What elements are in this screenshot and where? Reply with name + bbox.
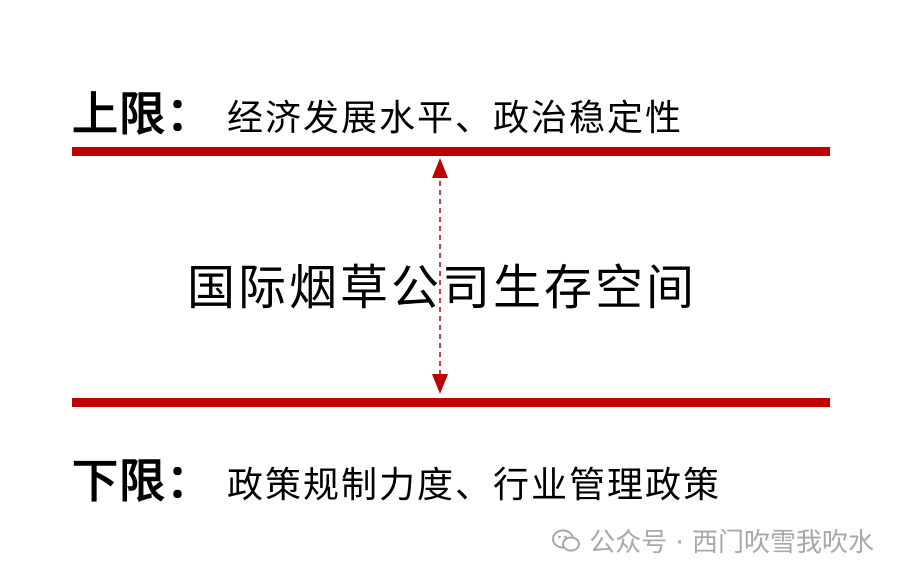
watermark-text: 公众号 · 西门吹雪我吹水 bbox=[589, 528, 874, 558]
lower-limit-label: 下限： bbox=[72, 454, 213, 508]
lower-limit-row: 下限： 政策规制力度、行业管理政策 bbox=[72, 445, 721, 511]
watermark: 公众号 · 西门吹雪我吹水 bbox=[551, 522, 874, 559]
upper-limit-text: 经济发展水平、政治稳定性 bbox=[227, 98, 684, 139]
survival-space-title: 国际烟草公司生存空间 bbox=[186, 260, 697, 316]
upper-limit-row: 上限： 经济发展水平、政治稳定性 bbox=[72, 78, 683, 144]
upper-limit-label: 上限： bbox=[72, 87, 213, 141]
wechat-icon bbox=[552, 529, 581, 551]
double-arrow-icon bbox=[432, 158, 448, 394]
upper-bound-bar bbox=[72, 147, 830, 156]
arrow-down-head bbox=[432, 374, 448, 394]
lower-bound-bar bbox=[72, 398, 830, 407]
lower-limit-text: 政策规制力度、行业管理政策 bbox=[227, 465, 722, 506]
arrow-up-head bbox=[432, 158, 448, 178]
